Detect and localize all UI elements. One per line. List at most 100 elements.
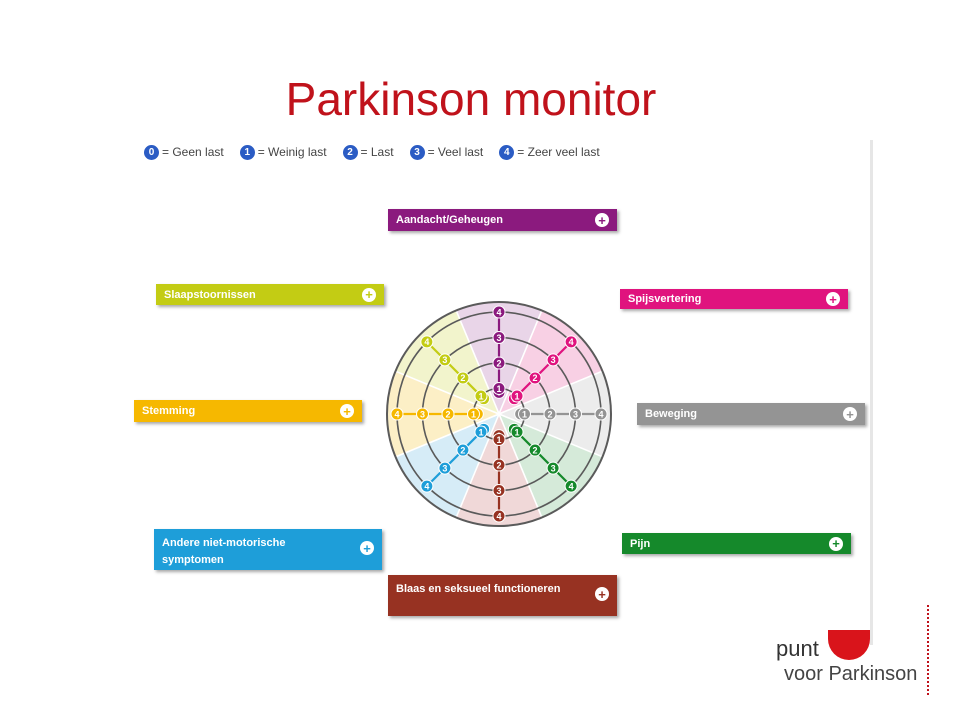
- level-label-slaap-1: 1: [478, 391, 483, 401]
- category-aandacht-geheugen[interactable]: Aandacht/Geheugen +: [388, 209, 617, 231]
- plus-icon[interactable]: +: [595, 213, 609, 227]
- category-label: Pijn: [630, 537, 651, 550]
- category-label: Beweging: [645, 408, 697, 420]
- level-dot-slaap-3: [438, 353, 452, 367]
- level-label-beweging-1: 1: [522, 409, 527, 419]
- level-dot-pijn-3: [546, 461, 560, 475]
- level-dot-andere-3: [438, 461, 452, 475]
- outer-ring: [386, 301, 612, 527]
- legend-item: 4= Zeer veel last: [499, 144, 600, 160]
- plus-icon[interactable]: +: [340, 404, 354, 418]
- legend-item: 3= Veel last: [409, 144, 484, 160]
- level-label-pijn-3: 3: [551, 463, 556, 473]
- level-dot-aandacht-4: [492, 305, 506, 319]
- page-title: Parkinson monitor: [285, 73, 657, 125]
- level-label-stemming-4: 4: [394, 409, 399, 419]
- level-dot-spijs-4: [564, 335, 578, 349]
- level-label-andere-2: 2: [460, 445, 465, 455]
- legend-label: = Veel last: [427, 145, 484, 159]
- spoke-andere: [426, 428, 485, 487]
- level-dot-aandacht-3: [492, 331, 506, 344]
- level-dot-blaas-2: [492, 458, 506, 472]
- category-blaas-seksueel[interactable]: Blaas en seksueel functioneren +: [388, 575, 617, 616]
- level-dot-andere-2: [456, 443, 470, 457]
- logo-text-voor-parkinson: voor Parkinson: [784, 663, 918, 685]
- level-label-pijn-1: 1: [515, 427, 520, 437]
- legend-label: = Zeer veel last: [517, 145, 600, 159]
- level-dot-aandacht-2: [492, 356, 506, 370]
- level-dot-blaas-3: [492, 484, 506, 497]
- level-label-blaas-1: 1: [496, 435, 501, 445]
- category-label: Blaas en seksueel functioneren: [396, 583, 561, 595]
- level-label-blaas-3: 3: [496, 486, 501, 496]
- legend-item: 0= Geen last: [144, 144, 224, 160]
- level-dot-spijs-2: [528, 371, 542, 385]
- legend-number: 3: [409, 144, 425, 160]
- spoke-slaap: [426, 341, 485, 400]
- level-dot-pijn-4: [564, 479, 578, 493]
- level-dot-stemming-3: [416, 407, 429, 421]
- level-dot-beweging-2: [543, 407, 557, 421]
- level-dot-andere-4: [420, 479, 434, 493]
- category-stemming[interactable]: Stemming +: [134, 400, 362, 422]
- level-dot-blaas-1: [492, 433, 506, 446]
- plus-icon[interactable]: +: [829, 536, 843, 551]
- level-dot-beweging-3: [569, 407, 582, 421]
- category-andere-niet-motorisch[interactable]: Andere niet-motorische symptomen +: [154, 529, 382, 570]
- level-label-aandacht-3: 3: [496, 333, 501, 343]
- level-label-beweging-2: 2: [547, 409, 552, 419]
- level-label-andere-3: 3: [442, 463, 447, 473]
- level-label-blaas-2: 2: [496, 460, 501, 470]
- plus-icon[interactable]: +: [360, 541, 374, 555]
- legend-item: 1= Weinig last: [239, 144, 327, 160]
- category-slaapstoornissen[interactable]: Slaapstoornissen +: [156, 284, 384, 305]
- legend-number: 4: [499, 144, 515, 160]
- divider-line: [870, 140, 873, 645]
- level-label-stemming-3: 3: [420, 409, 425, 419]
- level-label-aandacht-4: 4: [496, 307, 501, 317]
- level-label-aandacht-2: 2: [496, 358, 501, 368]
- legend-number: 2: [342, 144, 358, 160]
- plus-icon[interactable]: +: [595, 587, 609, 601]
- plus-icon[interactable]: +: [843, 407, 857, 421]
- logo-text-punt: punt: [776, 636, 819, 661]
- dotted-line: [927, 605, 929, 695]
- category-label: Stemming: [142, 405, 196, 417]
- level-label-stemming-1: 1: [471, 409, 476, 419]
- level-dot-stemming-2: [441, 407, 455, 421]
- level-label-andere-4: 4: [424, 481, 429, 491]
- legend-label: = Last: [360, 145, 394, 159]
- level-label-pijn-2: 2: [533, 445, 538, 455]
- level-dot-beweging-4: [594, 407, 608, 421]
- level-label-slaap-2: 2: [460, 373, 465, 383]
- level-dot-spijs-1: [510, 389, 524, 403]
- level-label-andere-1: 1: [478, 427, 483, 437]
- level-dot-stemming-1: [467, 407, 480, 421]
- level-dot-spijs-3: [546, 353, 560, 367]
- legend-label: = Geen last: [162, 145, 224, 159]
- category-label: Slaapstoornissen: [164, 288, 256, 301]
- category-label: Andere niet-motorische symptomen: [162, 537, 286, 566]
- level-label-beweging-3: 3: [573, 409, 578, 419]
- level-label-spijs-3: 3: [551, 355, 556, 365]
- plus-icon[interactable]: +: [826, 292, 840, 306]
- level-label-beweging-4: 4: [598, 409, 603, 419]
- legend: 0= Geen last 1= Weinig last 2= Last 3= V…: [144, 143, 616, 161]
- category-label: Spijsvertering: [628, 293, 702, 305]
- category-beweging[interactable]: Beweging +: [637, 403, 865, 425]
- category-pijn[interactable]: Pijn +: [622, 533, 851, 554]
- level-label-blaas-4: 4: [496, 511, 501, 521]
- legend-label: = Weinig last: [257, 145, 327, 159]
- level-dot-slaap-4: [420, 335, 434, 349]
- plus-icon[interactable]: +: [362, 287, 376, 302]
- level-dot-pijn-2: [528, 443, 542, 457]
- spoke-spijs: [513, 341, 572, 400]
- level-dot-slaap-2: [456, 371, 470, 385]
- spoke-pijn: [513, 428, 572, 487]
- level-label-spijs-2: 2: [533, 373, 538, 383]
- level-dot-stemming-4: [390, 407, 404, 421]
- category-spijsvertering[interactable]: Spijsvertering +: [620, 289, 848, 309]
- level-dot-aandacht-1: [492, 382, 506, 395]
- level-label-spijs-4: 4: [569, 337, 574, 347]
- level-label-stemming-2: 2: [445, 409, 450, 419]
